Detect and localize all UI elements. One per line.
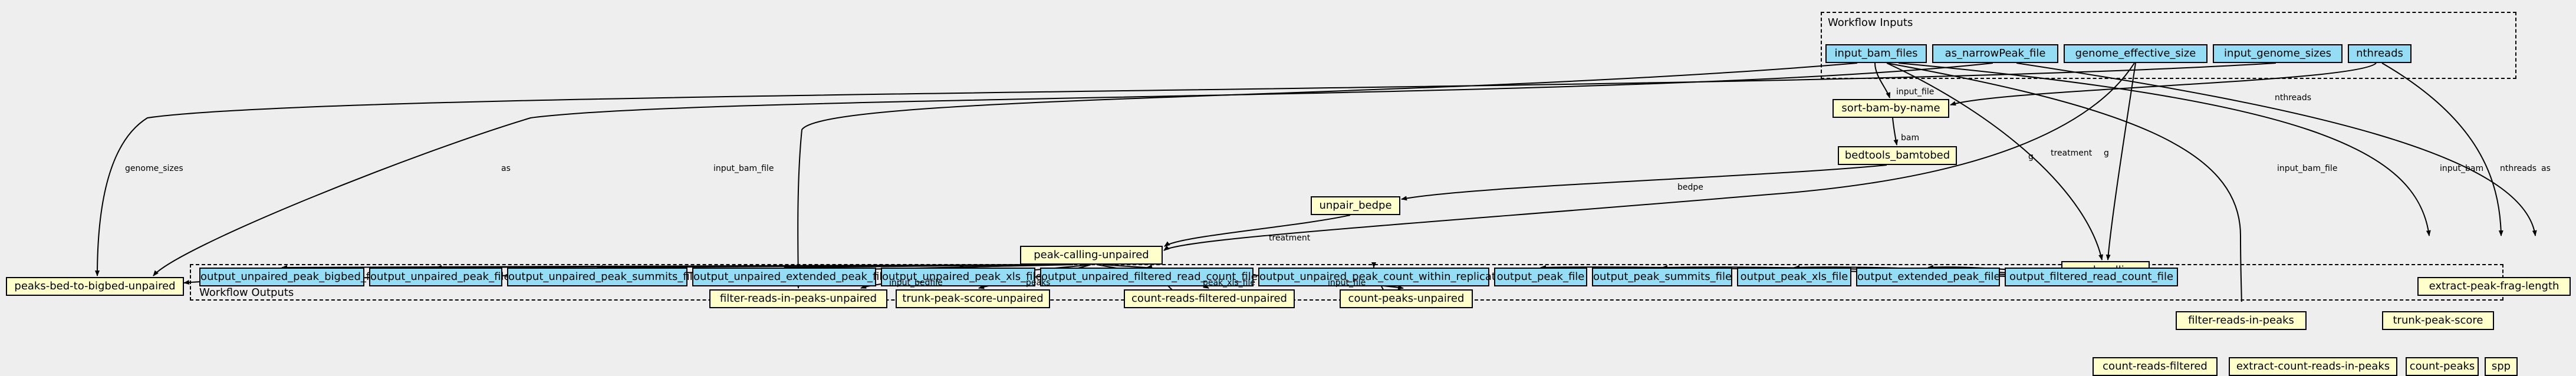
node-input-bam-files[interactable]: input_bam_files bbox=[1825, 44, 1927, 63]
node-output-unpaired-peak-summits-file[interactable]: output_unpaired_peak_summits_file bbox=[507, 268, 699, 286]
edge-1 bbox=[1874, 62, 1891, 98]
edge-24 bbox=[784, 264, 1068, 270]
node-filter-reads-in-peaks[interactable]: filter-reads-in-peaks bbox=[2176, 311, 2307, 330]
node-trunk-peak-score[interactable]: trunk-peak-score bbox=[2382, 311, 2494, 330]
node-genome-effective-size[interactable]: genome_effective_size bbox=[2064, 44, 2207, 63]
edge-label-nthreads-sort: nthreads bbox=[2275, 93, 2312, 103]
node-input-genome-sizes[interactable]: input_genome_sizes bbox=[2213, 44, 2343, 63]
node-peak-calling-unpaired[interactable]: peak-calling-unpaired bbox=[1020, 246, 1163, 265]
edge-3 bbox=[1892, 117, 1899, 146]
node-count-peaks[interactable]: count-peaks bbox=[2406, 357, 2479, 376]
edge-label-treatment: treatment bbox=[2051, 149, 2093, 158]
edge-label-input-bam-file-unpaired: input_bam_file bbox=[713, 164, 774, 173]
edge-label-input-file-unpaired: input_file bbox=[1328, 278, 1366, 288]
edge-9 bbox=[95, 62, 2276, 276]
node-nthreads[interactable]: nthreads bbox=[2348, 44, 2411, 63]
edge-13 bbox=[1898, 62, 2431, 236]
edge-11 bbox=[795, 62, 1858, 289]
edge-2 bbox=[1950, 62, 2377, 106]
edges-layer bbox=[95, 62, 2537, 302]
node-peaks-bed-to-bigbed-unpaired[interactable]: peaks-bed-to-bigbed-unpaired bbox=[6, 277, 184, 296]
node-trunk-peak-score-unpaired[interactable]: trunk-peak-score-unpaired bbox=[896, 289, 1050, 308]
node-output-unpaired-peak-xls-file[interactable]: output_unpaired_peak_xls_file bbox=[881, 268, 1042, 286]
node-unpair-bedpe[interactable]: unpair_bedpe bbox=[1311, 196, 1400, 215]
node-spp[interactable]: spp bbox=[2485, 357, 2518, 376]
edge-label-input-bam: input_bam bbox=[2440, 164, 2484, 173]
node-output-filtered-read-count-file[interactable]: output_filtered_read_count_file bbox=[2005, 268, 2178, 286]
edge-label-input-file: input_file bbox=[1896, 87, 1935, 97]
cluster-outputs-label: Workflow Outputs bbox=[199, 286, 294, 299]
node-output-peak-summits-file[interactable]: output_peak_summits_file bbox=[1592, 268, 1732, 286]
node-extract-peak-frag-length[interactable]: extract-peak-frag-length bbox=[2417, 277, 2571, 296]
node-output-peak-file[interactable]: output_peak_file bbox=[1494, 268, 1587, 286]
edge-15 bbox=[2016, 62, 2537, 236]
edge-12 bbox=[1886, 62, 2242, 302]
edge-label-nthreads-spp: nthreads bbox=[2500, 164, 2537, 173]
edge-8 bbox=[2105, 62, 2136, 260]
edge-10 bbox=[153, 62, 1993, 276]
edge-label-peak-xls-file-unpaired: peak_xls_file bbox=[1203, 278, 1255, 288]
node-count-peaks-unpaired[interactable]: count-peaks-unpaired bbox=[1340, 289, 1473, 308]
edge-label-bedpe: bedpe bbox=[1677, 183, 1703, 192]
edge-7 bbox=[1163, 62, 2135, 251]
edge-label-bam: bam bbox=[1901, 133, 1920, 143]
node-as-narrowpeak-file[interactable]: as_narrowPeak_file bbox=[1932, 44, 2058, 63]
node-count-reads-filtered-unpaired[interactable]: count-reads-filtered-unpaired bbox=[1124, 289, 1295, 308]
node-count-reads-filtered[interactable]: count-reads-filtered bbox=[2093, 357, 2218, 376]
edge-label-treatment-unpaired: treatment bbox=[1269, 233, 1311, 243]
node-extract-count-reads-in-peaks[interactable]: extract-count-reads-in-peaks bbox=[2229, 357, 2397, 376]
edge-label-genome-sizes-unpaired: genome_sizes bbox=[125, 164, 183, 173]
node-output-extended-peak-file[interactable]: output_extended_peak_file bbox=[1856, 268, 2001, 286]
edge-6 bbox=[1886, 62, 2103, 260]
edge-4 bbox=[1401, 164, 1887, 201]
edge-label-peaks-unpaired: peaks bbox=[1026, 278, 1051, 288]
edge-label-g-unpaired: g bbox=[2028, 152, 2034, 161]
node-output-unpaired-peak-file[interactable]: output_unpaired_peak_file bbox=[369, 268, 511, 286]
edge-5 bbox=[1164, 215, 1351, 247]
node-output-unpaired-extended-peak-file[interactable]: output_unpaired_extended_peak_file bbox=[692, 268, 889, 286]
edge-label-as-unpaired: as bbox=[501, 164, 511, 173]
cluster-inputs-label: Workflow Inputs bbox=[1828, 17, 1913, 29]
edge-14 bbox=[2381, 62, 2503, 236]
node-output-unpaired-peak-count-within-replicate[interactable]: output_unpaired_peak_count_within_replic… bbox=[1258, 268, 1502, 286]
edge-label-as: as bbox=[2541, 164, 2551, 173]
edge-label-input-bedfile-unpaired: input_bedfile bbox=[889, 278, 943, 288]
node-bedtools-bamtobed[interactable]: bedtools_bamtobed bbox=[1838, 146, 1957, 165]
cluster-workflow-inputs: Workflow Inputs bbox=[1821, 12, 2516, 79]
node-output-peak-xls-file[interactable]: output_peak_xls_file bbox=[1737, 268, 1851, 286]
node-output-unpaired-peak-bigbed-file[interactable]: output_unpaired_peak_bigbed_file bbox=[199, 268, 382, 286]
node-filter-reads-in-peaks-unpaired[interactable]: filter-reads-in-peaks-unpaired bbox=[709, 289, 887, 308]
edge-label-g: g bbox=[2104, 149, 2109, 158]
edge-label-input-bam-file: input_bam_file bbox=[2277, 164, 2338, 173]
edge-23 bbox=[597, 264, 1062, 270]
node-output-unpaired-filtered-read-count-file[interactable]: output_unpaired_filtered_read_count_file bbox=[1040, 268, 1258, 286]
node-sort-bam-by-name[interactable]: sort-bam-by-name bbox=[1833, 99, 1949, 118]
